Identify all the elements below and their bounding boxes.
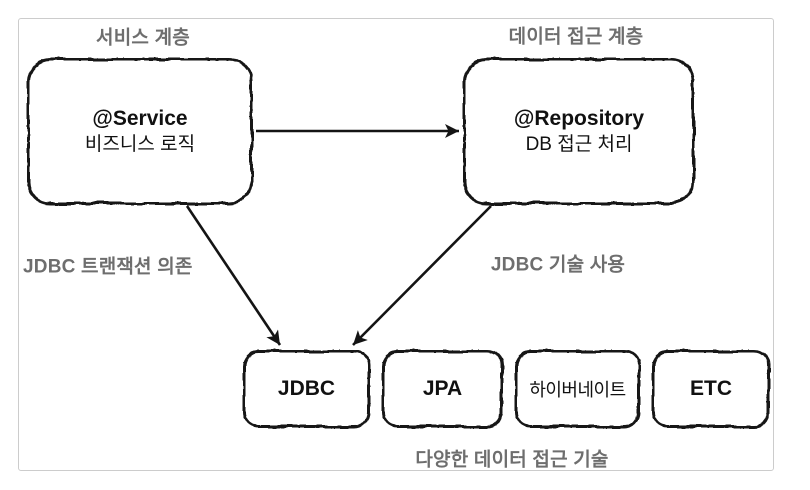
etc-tech-node: ETC [652,350,770,428]
hibernate-tech-node: 하이버네이트 [515,350,640,428]
jpa-tech-node-border [382,350,503,428]
hibernate-tech-node-border [515,350,640,428]
repository-node-content: @Repository DB 접근 처리 [463,58,695,205]
service-node-content: @Service 비즈니스 로직 [27,58,253,205]
service-node: @Service 비즈니스 로직 [27,58,253,205]
jdbc-tech-usage-label: JDBC 기술 사용 [490,254,626,276]
service-node-title: @Service [92,107,188,130]
repository-node-title: @Repository [513,107,645,130]
repository-node-subtitle: DB 접근 처리 [525,134,633,156]
service-node-border [27,58,253,205]
etc-tech-node-border [652,350,770,428]
service-node-subtitle: 비즈니스 로직 [84,134,196,156]
etc-tech-label: ETC [690,377,732,400]
jdbc-transaction-dependency-label: JDBC 트랜잭션 의존 [23,256,193,278]
jpa-tech-label: JPA [422,377,463,400]
jdbc-tech-node: JDBC [243,350,370,428]
diagram-frame [18,18,774,471]
data-access-layer-label: 데이터 접근 계층 [508,26,644,48]
various-data-access-tech-label: 다양한 데이터 접근 기술 [415,449,609,471]
jdbc-tech-label: JDBC [277,377,336,400]
service-layer-label: 서비스 계층 [96,27,190,49]
repository-node: @Repository DB 접근 처리 [463,58,695,205]
hibernate-tech-label: 하이버네이트 [529,380,626,400]
jpa-tech-node: JPA [382,350,503,428]
repository-node-border [463,58,695,205]
jdbc-tech-node-border [243,350,370,428]
